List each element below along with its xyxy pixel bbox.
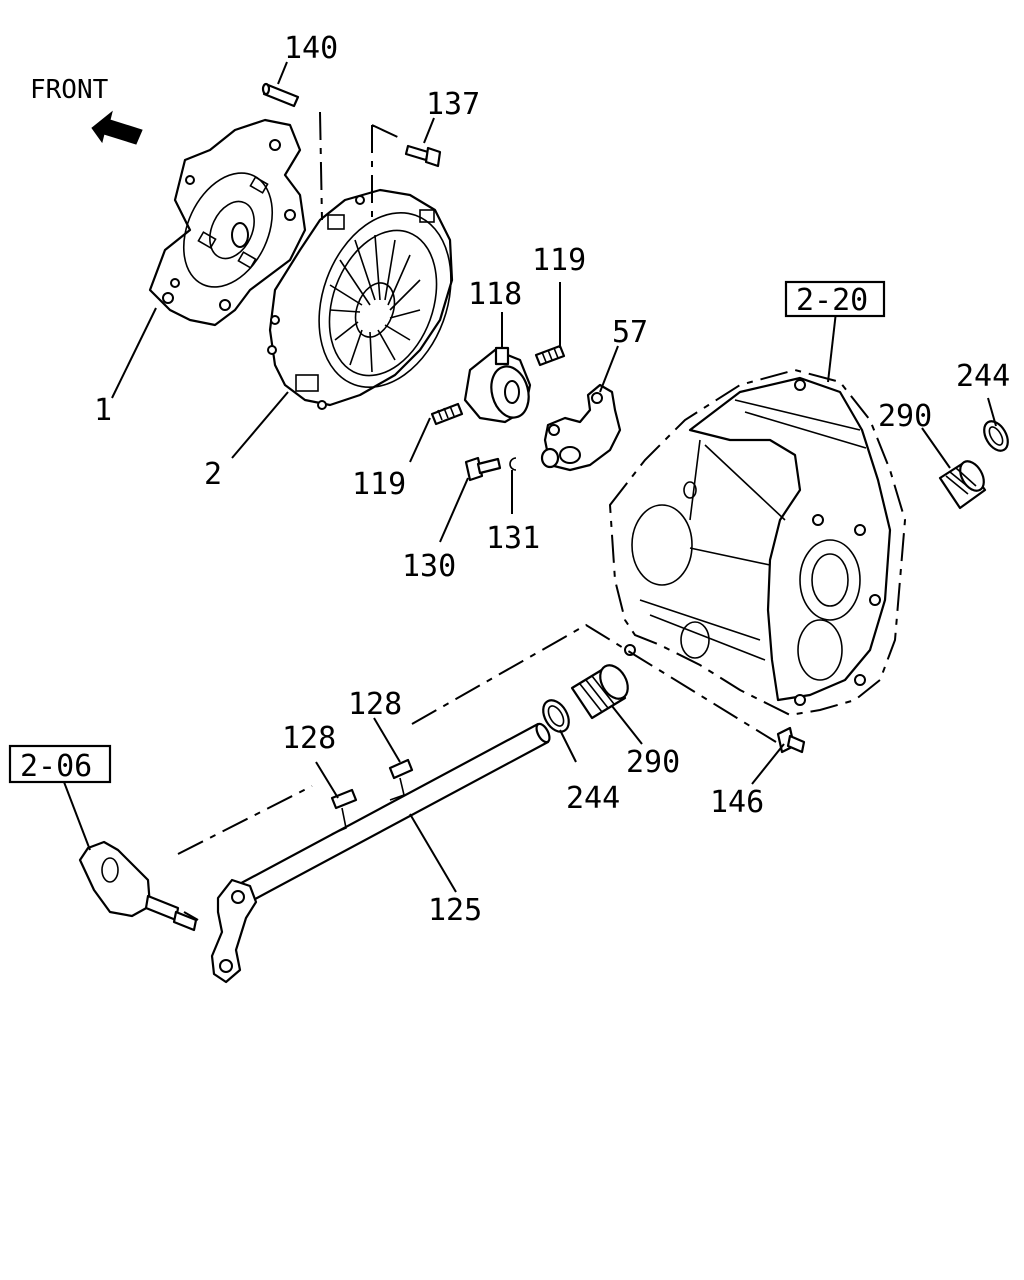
callout-290-right: 290 <box>878 399 932 434</box>
bolt-part-130 <box>464 456 502 482</box>
callout-290-bottom: 290 <box>626 745 680 780</box>
callout-137: 137 <box>426 87 480 122</box>
bolt-part-146 <box>776 726 806 754</box>
front-arrow-icon <box>91 110 143 145</box>
clutch-disc-part-1 <box>148 118 307 327</box>
key-part-128-top <box>388 758 414 801</box>
ref-box-2-06[interactable]: 2-06 <box>8 744 112 784</box>
seal-part-244-bottom <box>542 699 570 733</box>
release-fork-part-57 <box>540 383 622 472</box>
callout-140: 140 <box>284 31 338 66</box>
needle-bearing-part-290-bottom <box>570 664 629 720</box>
callout-128-left: 128 <box>282 721 336 756</box>
callout-118: 118 <box>468 277 522 312</box>
front-label: FRONT <box>30 75 109 105</box>
spring-pin-part-119-bottom <box>430 402 464 426</box>
callout-119-top: 119 <box>532 243 586 278</box>
callout-130: 130 <box>402 549 456 584</box>
snap-ring-part-131 <box>509 457 517 471</box>
leader-lines <box>63 61 997 893</box>
needle-bearing-part-290-right <box>938 460 987 510</box>
ref-box-2-20[interactable]: 2-20 <box>784 280 886 318</box>
ref-2-20-label: 2-20 <box>796 283 868 318</box>
seal-part-244-right <box>983 420 1009 452</box>
assembly-line-shaft <box>411 623 777 743</box>
callout-131: 131 <box>486 521 540 556</box>
key-part-128-left <box>330 788 358 835</box>
pressure-plate-part-2 <box>267 188 454 410</box>
callout-2: 2 <box>204 457 222 492</box>
assembly-line-pushrod <box>183 911 199 921</box>
callout-119-bottom: 119 <box>352 467 406 502</box>
ref-2-06-label: 2-06 <box>20 749 92 784</box>
clutch-housing <box>608 368 907 717</box>
release-shaft-part-125 <box>210 722 551 984</box>
dowel-pin-part-140 <box>261 82 300 108</box>
release-bearing-part-118 <box>463 346 532 424</box>
bolt-part-137 <box>404 144 442 168</box>
assembly-line-137 <box>371 124 405 220</box>
callout-244-bottom: 244 <box>566 781 620 816</box>
callout-146: 146 <box>710 785 764 820</box>
callout-1: 1 <box>94 393 112 428</box>
callout-244-right: 244 <box>956 359 1010 394</box>
callout-128-top: 128 <box>348 687 402 722</box>
callout-125: 125 <box>428 893 482 928</box>
spring-pin-part-119-top <box>534 344 566 367</box>
assembly-line-slave <box>177 785 313 855</box>
slave-cylinder <box>78 840 198 932</box>
assembly-line-140 <box>319 111 323 221</box>
callout-57: 57 <box>612 315 648 350</box>
